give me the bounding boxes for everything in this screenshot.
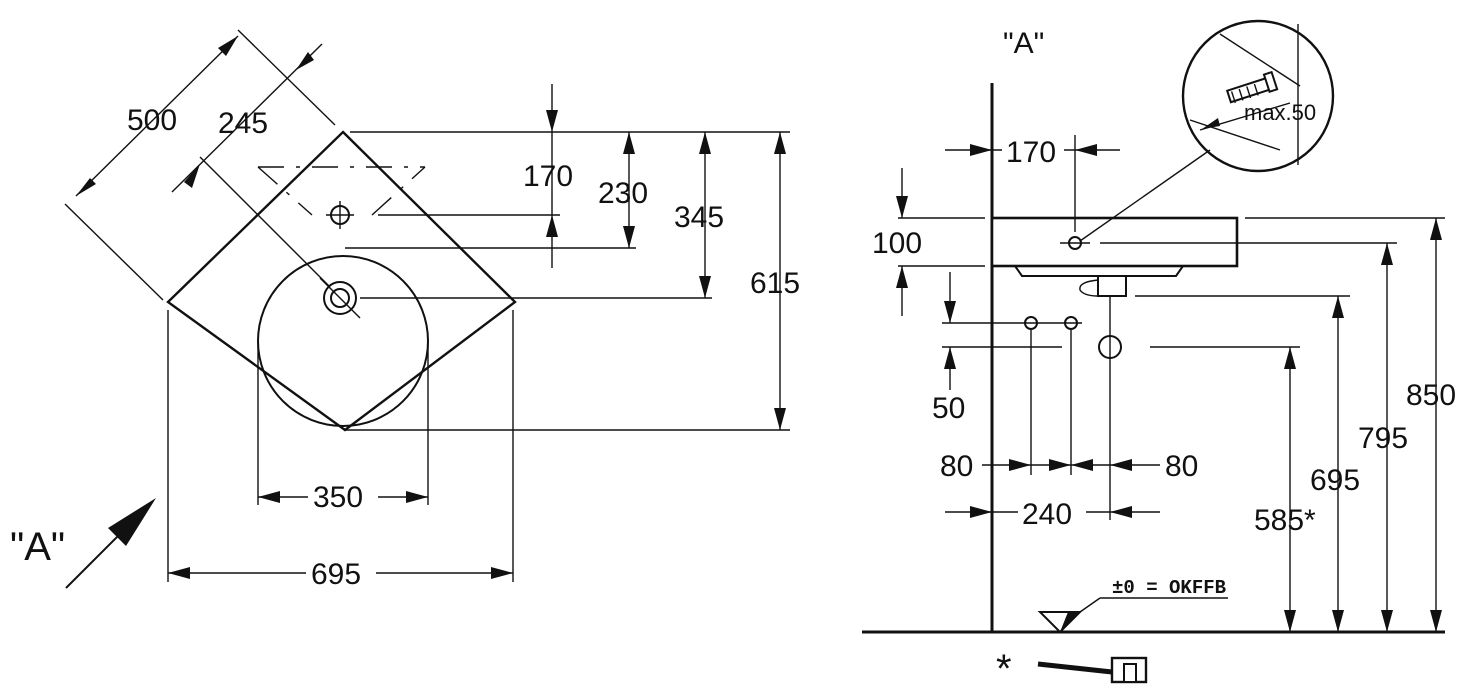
- elev-dim-80-left: 80: [940, 450, 973, 483]
- basin-body: [990, 216, 1239, 268]
- elev-dim-80-right: 80: [1165, 450, 1198, 483]
- diagonal-center-line: [257, 166, 313, 216]
- detail-content: max.50: [1189, 24, 1316, 165]
- supply-connection-right: [1064, 316, 1078, 330]
- drain-outlet: [1097, 275, 1127, 297]
- diagonal-center-line-2: [371, 166, 426, 216]
- footnote-asterisk: *: [996, 647, 1012, 691]
- dim-345: 345: [674, 201, 724, 234]
- dim-695: 695: [311, 558, 361, 591]
- dim-245: 245: [218, 107, 268, 140]
- plan-view: 170 230 345 615 500 245: [10, 29, 800, 591]
- dim-170: 170: [523, 160, 573, 193]
- elev-dim-850: 850: [1406, 379, 1456, 412]
- detail-leader: [1079, 149, 1211, 242]
- dim-615: 615: [750, 267, 800, 300]
- supply-connection-left: [1024, 316, 1038, 330]
- view-label-a: "A": [10, 525, 65, 569]
- dim-500: 500: [127, 104, 177, 137]
- dim-230: 230: [598, 177, 648, 210]
- elevation-title: "A": [1003, 27, 1044, 60]
- floor-reference-label: ±0 = OKFFB: [1112, 577, 1226, 599]
- detail-circle: [1181, 19, 1335, 173]
- elev-dim-170: 170: [1006, 136, 1056, 169]
- elev-dim-795: 795: [1358, 422, 1408, 455]
- detail-max-label: max.50: [1244, 100, 1316, 125]
- siphon-pipe: [1037, 661, 1113, 675]
- elev-dim-585: 585*: [1254, 504, 1316, 537]
- elev-dim-50: 50: [932, 392, 965, 425]
- basin-underside: [1014, 265, 1184, 277]
- elev-dim-100: 100: [872, 227, 922, 260]
- elev-dim-240: 240: [1022, 498, 1072, 531]
- elevation-view: "A" 170 100: [862, 19, 1456, 691]
- drain-hole: [323, 281, 357, 315]
- dim-350: 350: [313, 481, 363, 514]
- elev-dim-695: 695: [1310, 464, 1360, 497]
